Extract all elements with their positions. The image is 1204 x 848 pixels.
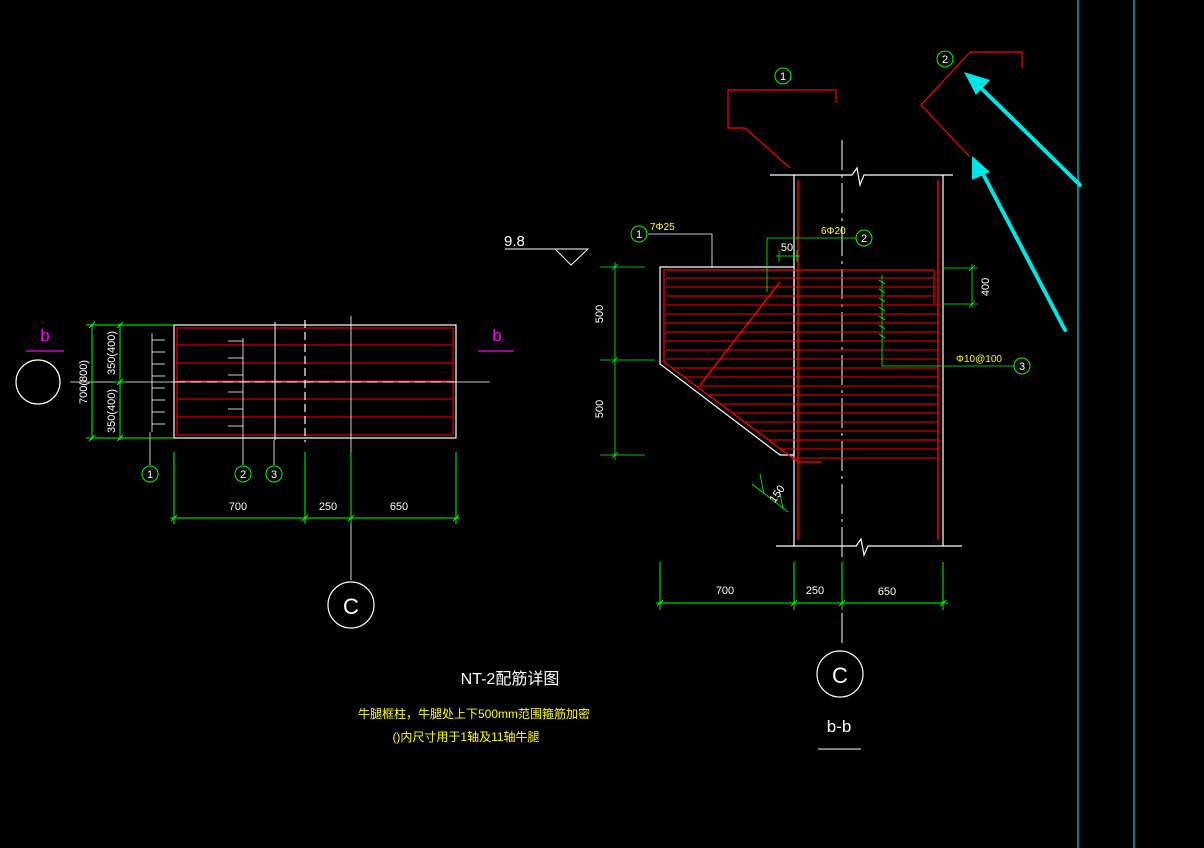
drawing-frame — [1077, 0, 1135, 848]
corbel-plan-outline — [173, 324, 457, 439]
section-mark-right: b — [478, 326, 514, 352]
svg-text:2: 2 — [942, 54, 948, 66]
dim-400 — [944, 264, 978, 308]
section-title: b-b — [827, 717, 852, 736]
section-dim-650: 650 — [878, 586, 896, 598]
plan-axis-c-bubble — [327, 581, 375, 629]
section-vertical-dims — [600, 262, 655, 460]
plan-horizontal-dims — [170, 452, 460, 524]
bar-hooks — [151, 333, 244, 432]
svg-text:1: 1 — [636, 229, 642, 241]
svg-text:7Φ25: 7Φ25 — [650, 222, 675, 233]
annotation-arrows — [964, 72, 1082, 332]
plan-bar-mark-2: 2 — [234, 465, 252, 483]
stirrup-ticks — [878, 275, 886, 342]
svg-text:6Φ20: 6Φ20 — [821, 226, 846, 237]
dim-400-label: 400 — [980, 278, 992, 296]
plan-dim-upper: 350(400) — [106, 331, 118, 375]
section-axis-c-bubble — [816, 650, 864, 698]
column-outline — [770, 166, 962, 558]
dim-500-upper: 500 — [594, 305, 606, 323]
dim-50: 50 — [776, 242, 800, 262]
bar2-callout: 2 6Φ20 — [766, 226, 873, 292]
section-mark-left: b — [26, 326, 64, 352]
plan-bar-mark-3: 3 — [265, 465, 283, 483]
svg-text:50: 50 — [781, 242, 793, 254]
svg-text:2: 2 — [240, 469, 246, 481]
section-dim-700: 700 — [716, 585, 734, 597]
corbel-section-outline — [659, 266, 795, 456]
svg-text:3: 3 — [1019, 361, 1025, 373]
dim-150-label: 150 — [767, 483, 787, 505]
section-dim-250: 250 — [806, 585, 824, 597]
plan-dim-650: 650 — [390, 501, 408, 513]
drawing-note-2: ()内尺寸用于1轴及11轴牛腿 — [392, 729, 539, 744]
plan-view: C 1 2 3 — [15, 316, 514, 629]
svg-text:3: 3 — [271, 469, 277, 481]
plan-dim-lower: 350(400) — [106, 389, 118, 433]
plan-axis-c-label: C — [343, 594, 359, 619]
svg-text:1: 1 — [147, 469, 153, 481]
section-horizontal-dims — [656, 562, 948, 610]
detail-bar-2: 2 — [920, 50, 1023, 158]
plan-left-axis-bubble — [15, 359, 61, 405]
bar3-callout: 3 Φ10@100 — [881, 342, 1031, 375]
dim-500-lower: 500 — [594, 400, 606, 418]
corbel-rebar-outline — [663, 269, 934, 463]
plan-dim-total: 700(800) — [78, 360, 90, 404]
drawing-note-1: 牛腿框柱，牛腿处上下500mm范围箍筋加密 — [358, 706, 590, 721]
plan-dim-250: 250 — [319, 501, 337, 513]
svg-text:2: 2 — [861, 233, 867, 245]
column-rebars — [797, 180, 939, 540]
section-axis-c-label: C — [832, 663, 848, 688]
svg-text:b: b — [40, 326, 49, 345]
plan-vertical-dims — [86, 321, 174, 442]
svg-text:9.8: 9.8 — [504, 233, 525, 250]
elevation-mark: 9.8 — [504, 233, 590, 266]
svg-text:1: 1 — [780, 71, 786, 83]
diagonal-bar — [699, 281, 781, 386]
bar1-callout: 1 7Φ25 — [630, 222, 713, 268]
corbel-stirrups — [666, 277, 938, 459]
plan-rebars — [177, 344, 453, 418]
plan-dim-700: 700 — [229, 501, 247, 513]
dim-150-diag — [751, 473, 789, 513]
svg-text:b: b — [492, 326, 501, 345]
svg-text:Φ10@100: Φ10@100 — [956, 354, 1002, 365]
detail-bar-1: 1 — [727, 67, 837, 169]
drawing-title: NT-2配筋详图 — [461, 670, 560, 688]
section-view: 9.8 1 7Φ25 2 6Φ20 50 3 Φ10@100 — [504, 140, 1031, 750]
plan-bar-mark-1: 1 — [141, 465, 159, 483]
